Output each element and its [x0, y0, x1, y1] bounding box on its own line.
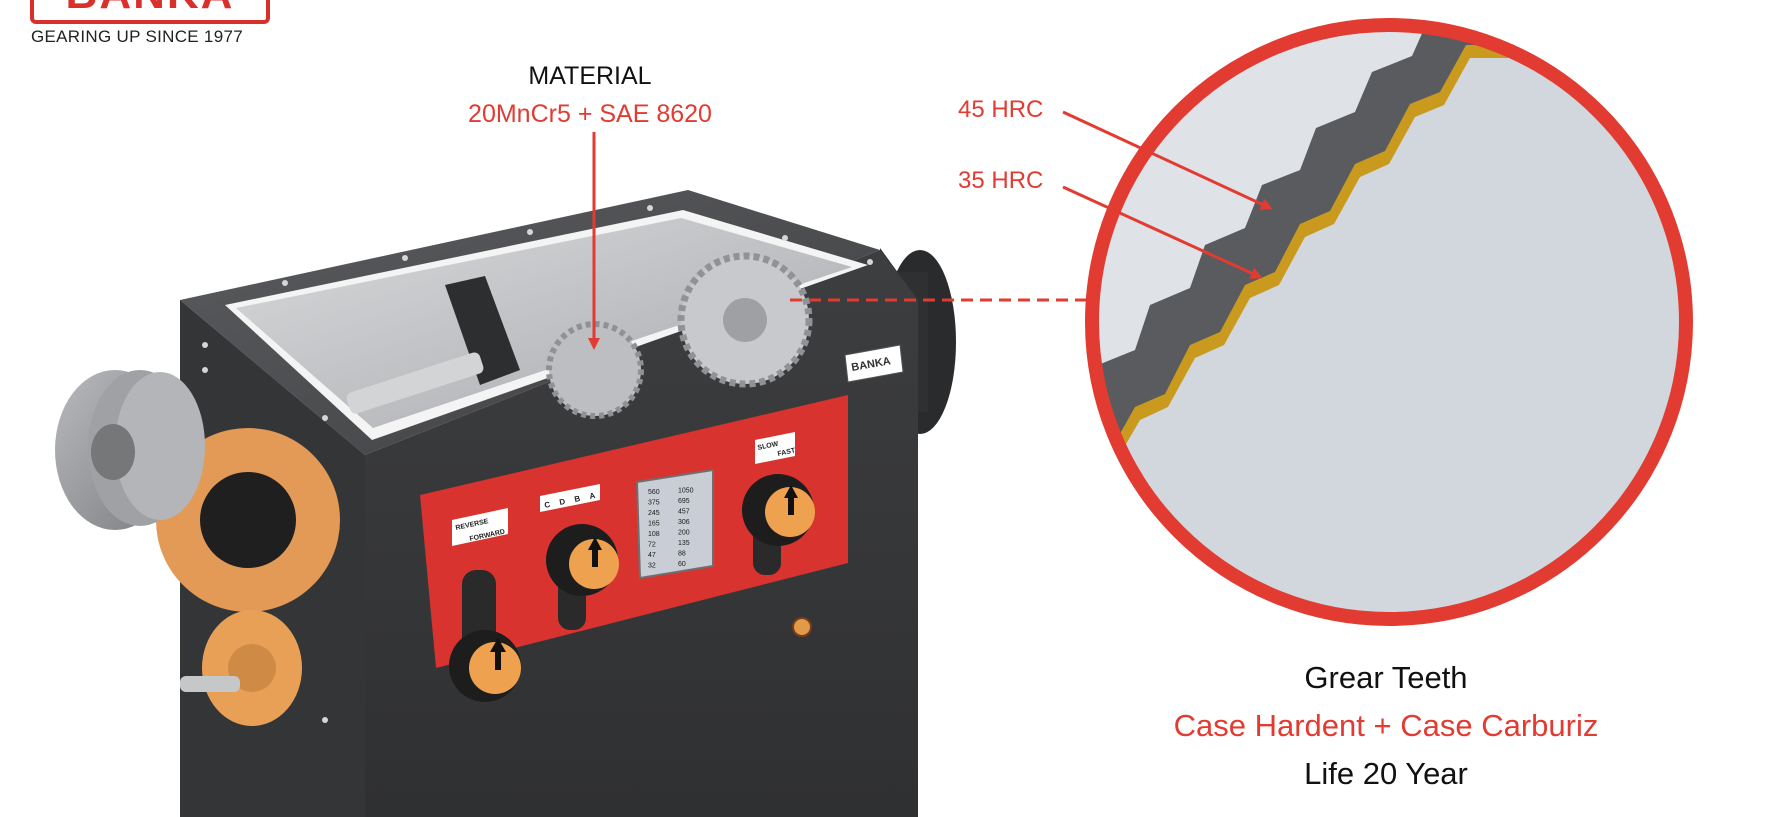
brand-tagline: GEARING UP SINCE 1977: [31, 27, 243, 46]
speed-chart-value: 135: [678, 540, 690, 547]
speed-chart-value: 108: [648, 531, 660, 538]
speed-chart-value: 88: [678, 551, 686, 558]
speed-chart-value: 457: [678, 509, 690, 516]
range-label-c: C: [544, 500, 552, 510]
brand-logo: BANKA: [30, 0, 270, 24]
speed-chart-values: 560 1050 375 695 245 457 165 306 108 200 72 135 47 88…: [648, 488, 694, 570]
speed-chart-value: 245: [648, 510, 660, 517]
gear-teeth-zoom: [1097, 30, 1681, 614]
range-labels: C D B A: [544, 491, 597, 510]
speed-label-fast: FAST: [777, 447, 797, 458]
range-label-d: D: [559, 497, 567, 507]
speed-chart-value: 1050: [678, 488, 694, 495]
speed-chart-value: 375: [648, 500, 660, 507]
hardness-label-45: 45 HRC: [958, 96, 1044, 123]
caption-life: Life 20 Year: [1304, 756, 1468, 791]
caption-title: Grear Teeth: [1304, 660, 1468, 695]
material-value: 20MnCr5 + SAE 8620: [468, 100, 712, 128]
output-shaft: [180, 676, 240, 692]
hardness-35-arrow: [1062, 185, 1263, 279]
speed-chart-value: 200: [678, 530, 690, 537]
range-label-b: B: [574, 494, 582, 504]
speed-chart-value: 47: [648, 552, 656, 559]
material-title: MATERIAL: [528, 62, 652, 90]
speed-chart-value: 560: [648, 489, 660, 496]
speed-chart-value: 32: [648, 563, 656, 570]
speed-chart-value: 695: [678, 498, 690, 505]
hardness-label-35: 35 HRC: [958, 167, 1044, 194]
hardness-45-arrow: [1062, 110, 1273, 210]
speed-chart-value: 306: [678, 519, 690, 526]
speed-chart-value: 72: [648, 542, 656, 549]
caption-treatment: Case Hardent + Case Carburiz: [1173, 708, 1599, 743]
range-label-a: A: [589, 491, 597, 501]
speed-label-slow: SLOW: [757, 441, 779, 452]
speed-chart-value: 165: [648, 521, 660, 528]
control-panel: [420, 395, 848, 668]
gearbox-interior: [236, 218, 852, 428]
zoom-ring: [1085, 18, 1693, 626]
speed-chart-value: 60: [678, 561, 686, 568]
speed-chart: [635, 468, 714, 580]
